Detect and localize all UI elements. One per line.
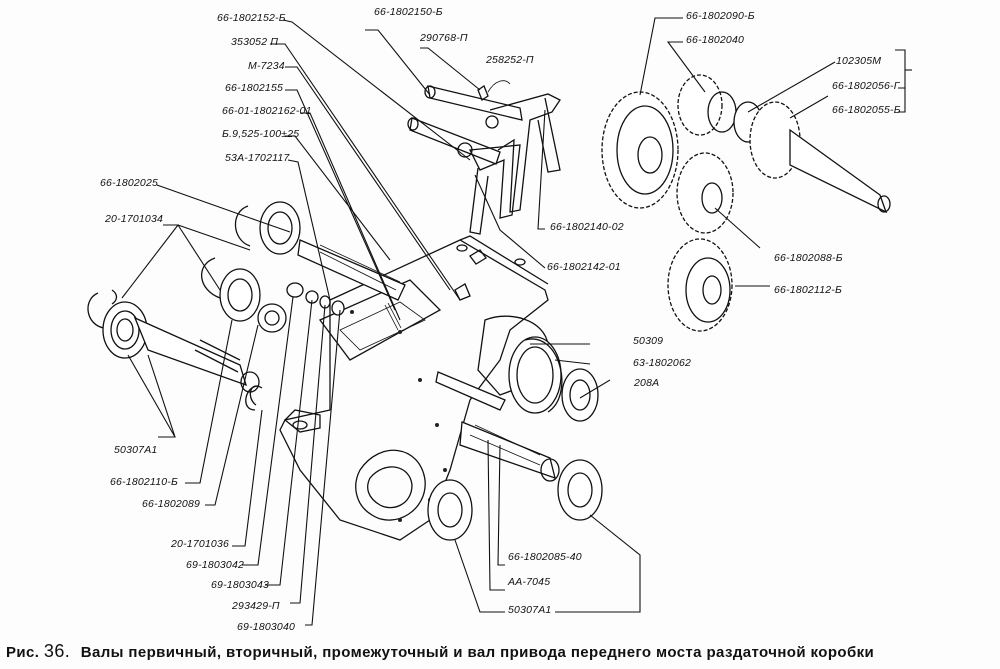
part-label: 63-1802062 bbox=[633, 357, 692, 369]
part-label: 66-1802110-Б bbox=[110, 476, 179, 488]
figure-caption: Рис. 36. Валы первичный, вторичный, пром… bbox=[6, 641, 874, 662]
part-label: АА-7045 bbox=[508, 576, 551, 588]
leader-lines bbox=[121, 17, 912, 626]
intermediate-shaft-gears bbox=[601, 74, 891, 332]
primary-shaft-assembly bbox=[87, 201, 406, 411]
part-label: 50307А1 bbox=[114, 444, 158, 456]
part-label: 102305М bbox=[836, 55, 882, 67]
part-label: 66-1802140-02 bbox=[550, 221, 624, 233]
transfer-case-housing bbox=[279, 235, 549, 541]
shift-rods-and-forks bbox=[407, 80, 561, 235]
part-label: 66-1802085-40 bbox=[508, 551, 582, 563]
part-label: 66-1802088-Б bbox=[774, 252, 843, 264]
caption-prefix: Рис. bbox=[6, 644, 40, 661]
part-label: Б.9,525-100±25 bbox=[222, 128, 300, 140]
part-label: 69-1803043 bbox=[211, 579, 270, 591]
part-label: 50309 bbox=[633, 335, 664, 347]
part-label: 66-1802150-Б bbox=[374, 6, 443, 18]
part-label: 69-1803040 bbox=[237, 621, 296, 633]
caption-text: Валы первичный, вторичный, промежуточный… bbox=[80, 644, 875, 661]
part-label: 53А-1702117 bbox=[225, 152, 290, 164]
front-axle-drive-shaft bbox=[427, 336, 603, 541]
part-label: 66-1802152-Б bbox=[217, 12, 286, 24]
part-label: 66-1802090-Б bbox=[686, 10, 755, 22]
part-label: 66-1802155 bbox=[225, 82, 284, 94]
part-label: 66-1802040 bbox=[686, 34, 745, 46]
part-label: 66-1802142-01 bbox=[547, 261, 621, 273]
part-label: 50307А1 bbox=[508, 604, 552, 616]
part-label: 66-01-1802162-01 bbox=[222, 105, 312, 117]
part-label: 66-1802055-Б bbox=[832, 104, 901, 116]
part-label: 66-1802112-Б bbox=[774, 284, 843, 296]
caption-number: 36. bbox=[43, 641, 71, 661]
part-label: 208А bbox=[634, 377, 660, 389]
part-label: 353052 П bbox=[231, 36, 279, 48]
part-label: 290768-П bbox=[420, 32, 468, 44]
part-label: 69-1803042 bbox=[186, 559, 245, 571]
part-label: 258252-П bbox=[486, 54, 534, 66]
part-label: 66-1802056-Г bbox=[832, 80, 900, 92]
part-label: 66-1802089 bbox=[142, 498, 201, 510]
part-label: 293429-П bbox=[232, 600, 280, 612]
part-label: 20-1701034 bbox=[105, 213, 164, 225]
part-label: М-7234 bbox=[248, 60, 285, 72]
part-label: 66-1802025 bbox=[100, 177, 159, 189]
part-label: 20-1701036 bbox=[171, 538, 230, 550]
